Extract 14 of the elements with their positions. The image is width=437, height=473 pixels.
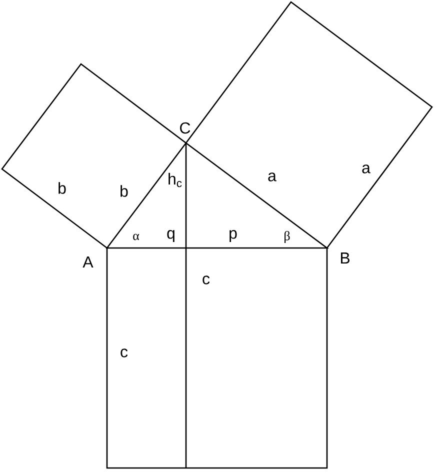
angle-label: α	[133, 234, 140, 240]
height-label: h$_{c}$	[168, 172, 182, 188]
side-label: c	[120, 348, 128, 358]
vertex-label: A	[82, 256, 94, 268]
side-label: b	[58, 182, 66, 194]
segment-label: q	[167, 230, 174, 242]
side-label: a	[268, 172, 276, 182]
side-label: a	[362, 164, 370, 174]
vertex-label: B	[340, 252, 350, 264]
side-label: c	[202, 276, 210, 284]
vertex-label: C	[180, 122, 190, 134]
angle-label: β	[284, 231, 290, 243]
side-label: b	[120, 185, 128, 197]
segment-label: p	[230, 230, 237, 242]
